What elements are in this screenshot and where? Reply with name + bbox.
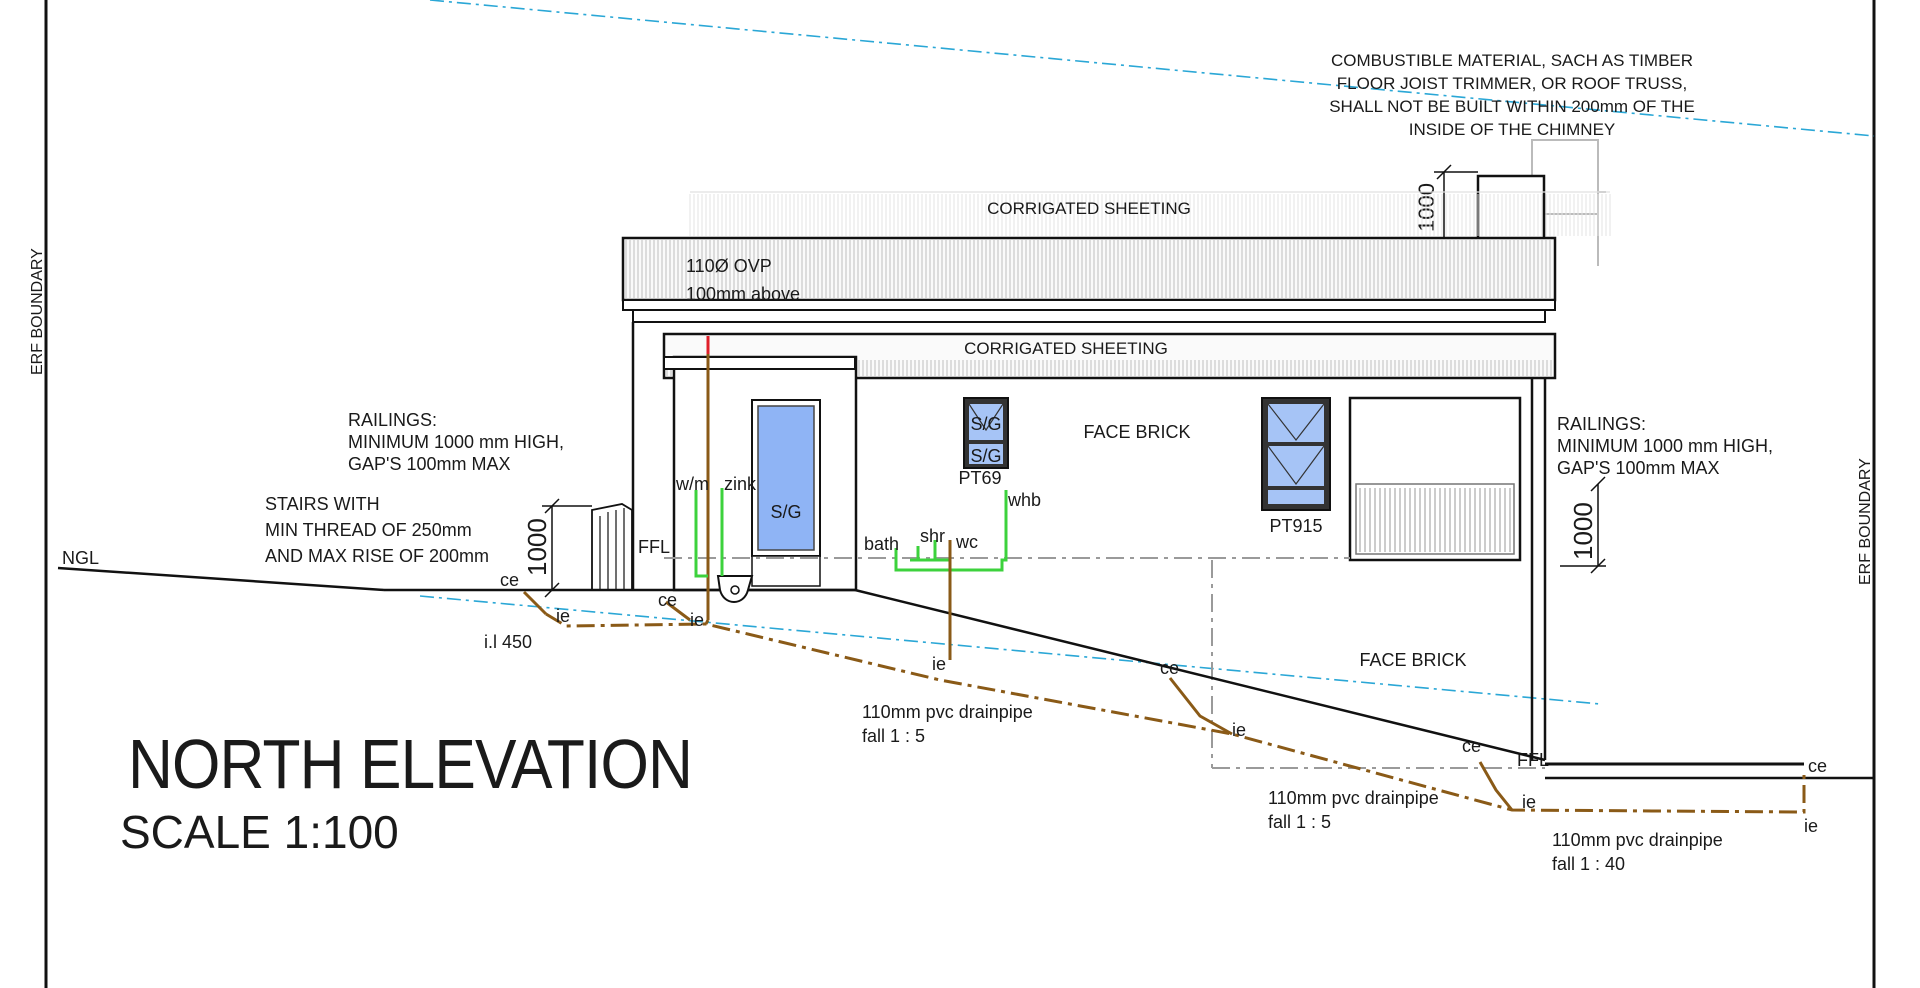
drain-note-3: 110mm pvc drainpipe fall 1 : 40 xyxy=(1552,830,1723,874)
ngl-label: NGL xyxy=(62,548,99,568)
svg-text:MINIMUM 1000 mm HIGH,: MINIMUM 1000 mm HIGH, xyxy=(1557,436,1773,456)
svg-text:MINIMUM 1000 mm HIGH,: MINIMUM 1000 mm HIGH, xyxy=(348,432,564,452)
window-pt915: PT915 xyxy=(1261,397,1331,536)
svg-text:INSIDE OF THE CHIMNEY: INSIDE OF THE CHIMNEY xyxy=(1409,120,1616,139)
svg-text:MIN THREAD OF 250mm: MIN THREAD OF 250mm xyxy=(265,520,472,540)
wc-label: wc xyxy=(955,532,978,552)
pt915-label: PT915 xyxy=(1269,516,1322,536)
foundation-outline xyxy=(1211,560,1545,769)
svg-text:ie: ie xyxy=(556,606,570,626)
ffl-left: FFL xyxy=(638,537,670,557)
door-sg-label: S/G xyxy=(770,502,801,522)
whb-label: whb xyxy=(1007,490,1041,510)
scale-label: SCALE 1:100 xyxy=(120,806,399,858)
erf-boundary-left: ERF BOUNDARY xyxy=(29,248,46,375)
pt69-label: PT69 xyxy=(958,468,1001,488)
face-brick-upper: FACE BRICK xyxy=(1083,422,1190,442)
svg-text:RAILINGS:: RAILINGS: xyxy=(348,410,437,430)
chimney-note: COMBUSTIBLE MATERIAL, SACH AS TIMBER FLO… xyxy=(1329,51,1695,139)
svg-text:STAIRS WITH: STAIRS WITH xyxy=(265,494,380,514)
svg-text:fall 1 : 5: fall 1 : 5 xyxy=(1268,812,1331,832)
ovp-label: 110Ø OVP xyxy=(686,256,772,276)
svg-text:RAILINGS:: RAILINGS: xyxy=(1557,414,1646,434)
svg-text:COMBUSTIBLE MATERIAL, SACH AS: COMBUSTIBLE MATERIAL, SACH AS TIMBER xyxy=(1331,51,1693,70)
invert-level-label: i.l 450 xyxy=(484,632,532,652)
ce-ie-markers: ce ie ce ie ie ce ie ce ie ce ie xyxy=(500,570,1827,836)
svg-text:110mm pvc drainpipe: 110mm pvc drainpipe xyxy=(862,702,1033,722)
svg-text:1000: 1000 xyxy=(1568,502,1598,560)
svg-text:ce: ce xyxy=(1462,736,1481,756)
roof-lower-label: CORRIGATED SHEETING xyxy=(964,339,1168,358)
entrance-door: S/G xyxy=(751,399,821,587)
svg-text:ie: ie xyxy=(1804,816,1818,836)
ovp-sub-label: 100mm above xyxy=(686,284,800,304)
drain-pipes xyxy=(522,590,1806,814)
large-window-railing xyxy=(1348,396,1522,562)
svg-text:110mm pvc drainpipe: 110mm pvc drainpipe xyxy=(1552,830,1723,850)
cyan-guide-top xyxy=(429,0,1875,137)
entrance-stairs xyxy=(591,503,633,591)
roof-upper-label: CORRIGATED SHEETING xyxy=(987,199,1191,218)
svg-text:ie: ie xyxy=(932,654,946,674)
svg-text:SHALL NOT BE BUILT WITHIN 200m: SHALL NOT BE BUILT WITHIN 200mm OF THE xyxy=(1329,97,1695,116)
railings-right-note: RAILINGS: MINIMUM 1000 mm HIGH, GAP'S 10… xyxy=(1557,414,1773,478)
page-title: NORTH ELEVATION xyxy=(128,725,692,803)
railings-left-note: RAILINGS: MINIMUM 1000 mm HIGH, GAP'S 10… xyxy=(348,410,564,474)
svg-text:ce: ce xyxy=(1160,658,1179,678)
bath-label: bath xyxy=(864,534,899,554)
roof-hatch-upper xyxy=(625,240,1551,298)
wm-label: w/m xyxy=(675,474,709,494)
window-pt69: S/G S/G PT69 xyxy=(958,397,1009,488)
svg-text:AND MAX RISE OF 200mm: AND MAX RISE OF 200mm xyxy=(265,546,489,566)
win-sg-bottom: S/G xyxy=(970,446,1001,466)
fixture-pipes xyxy=(694,488,1008,578)
win-sg-top: S/G xyxy=(970,414,1001,434)
svg-text:ce: ce xyxy=(658,590,677,610)
dimension-right: 1000 xyxy=(1560,476,1606,574)
stairs-note: STAIRS WITH MIN THREAD OF 250mm AND MAX … xyxy=(265,494,489,566)
svg-text:FLOOR JOIST TRIMMER, OR ROOF T: FLOOR JOIST TRIMMER, OR ROOF TRUSS, xyxy=(1337,74,1687,93)
svg-text:ie: ie xyxy=(1522,792,1536,812)
svg-text:GAP'S 100mm MAX: GAP'S 100mm MAX xyxy=(348,454,510,474)
svg-text:ce: ce xyxy=(1808,756,1827,776)
svg-text:ce: ce xyxy=(500,570,519,590)
wc-pan xyxy=(716,575,754,603)
roof-hatch-back xyxy=(689,194,1611,236)
dimension-left: 1000 xyxy=(522,498,592,598)
svg-text:fall 1 : 40: fall 1 : 40 xyxy=(1552,854,1625,874)
svg-text:110mm pvc drainpipe: 110mm pvc drainpipe xyxy=(1268,788,1439,808)
zink-label: zink xyxy=(724,474,757,494)
svg-text:1000: 1000 xyxy=(522,518,552,576)
drain-note-1: 110mm pvc drainpipe fall 1 : 5 xyxy=(862,702,1033,746)
shr-label: shr xyxy=(920,526,945,546)
railing-bars xyxy=(1359,488,1511,552)
erf-boundary-right: ERF BOUNDARY xyxy=(1857,458,1874,585)
svg-text:ie: ie xyxy=(690,610,704,630)
svg-text:fall 1 : 5: fall 1 : 5 xyxy=(862,726,925,746)
cyan-guide-low xyxy=(419,595,1601,705)
ground-line xyxy=(57,566,1874,780)
drain-note-2: 110mm pvc drainpipe fall 1 : 5 xyxy=(1268,788,1439,832)
svg-text:GAP'S 100mm MAX: GAP'S 100mm MAX xyxy=(1557,458,1719,478)
svg-text:ie: ie xyxy=(1232,720,1246,740)
face-brick-lower: FACE BRICK xyxy=(1359,650,1466,670)
